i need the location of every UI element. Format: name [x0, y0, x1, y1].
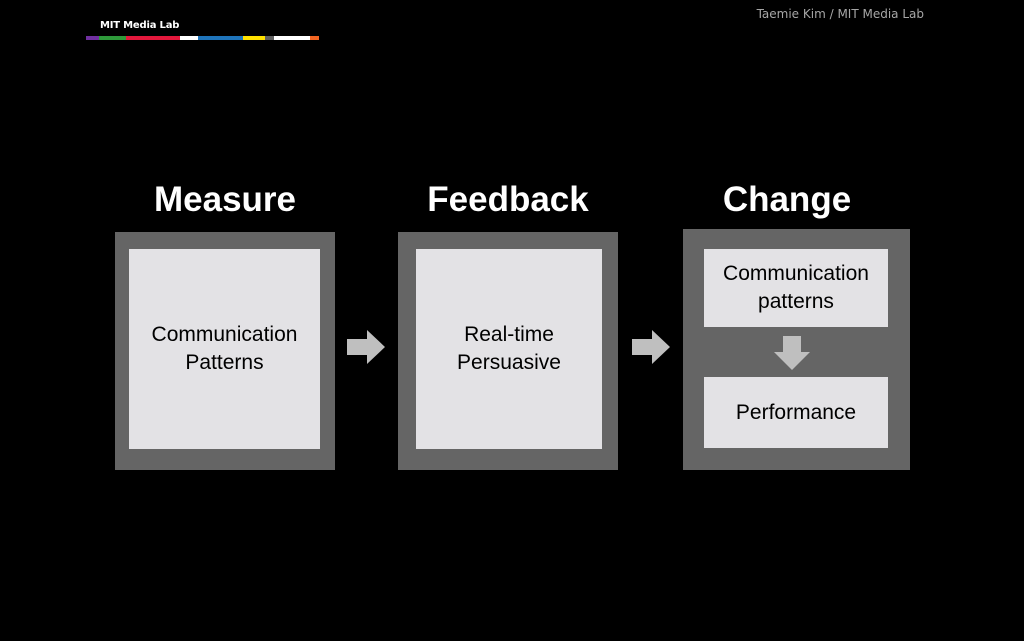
- brand-bar-segment: [86, 36, 99, 40]
- brand-bar-segment: [292, 36, 310, 40]
- down-arrow-icon: [774, 336, 810, 370]
- brand-color-bar: [86, 36, 319, 40]
- feedback-line-2: Persuasive: [457, 351, 561, 374]
- right-arrow-icon: [632, 330, 670, 364]
- measure-content: Communication Patterns: [129, 249, 320, 449]
- brand-bar-segment: [265, 36, 274, 40]
- brand-bar-segment: [180, 36, 198, 40]
- brand-bar-segment: [99, 36, 126, 40]
- measure-box: Communication Patterns: [115, 232, 335, 470]
- stage-title-change: Change: [722, 180, 852, 219]
- feedback-content: Real-time Persuasive: [416, 249, 602, 449]
- change-patterns-line-1: Communication: [723, 262, 869, 285]
- author-credit: Taemie Kim / MIT Media Lab: [756, 7, 924, 21]
- stage-title-feedback: Feedback: [427, 180, 589, 219]
- brand-bar-segment: [243, 36, 265, 40]
- change-patterns-box: Communication patterns: [704, 249, 888, 327]
- stage-title-measure: Measure: [153, 180, 297, 219]
- brand-bar-segment: [225, 36, 243, 40]
- change-patterns-line-2: patterns: [758, 290, 834, 313]
- right-arrow-icon: [347, 330, 385, 364]
- change-box: Communication patterns Performance: [683, 229, 910, 470]
- brand-bar-segment: [310, 36, 319, 40]
- brand-bar-segment: [198, 36, 225, 40]
- brand-bar-segment: [274, 36, 292, 40]
- change-performance-line: Performance: [735, 400, 857, 424]
- measure-line-2: Patterns: [185, 351, 264, 374]
- brand-bar-segment: [126, 36, 153, 40]
- feedback-line-1: Real-time: [464, 323, 554, 346]
- change-performance-box: Performance: [704, 377, 888, 448]
- measure-line-1: Communication: [151, 323, 298, 346]
- brand-name: MIT Media Lab: [100, 20, 180, 31]
- brand-bar-segment: [153, 36, 180, 40]
- feedback-box: Real-time Persuasive: [398, 232, 618, 470]
